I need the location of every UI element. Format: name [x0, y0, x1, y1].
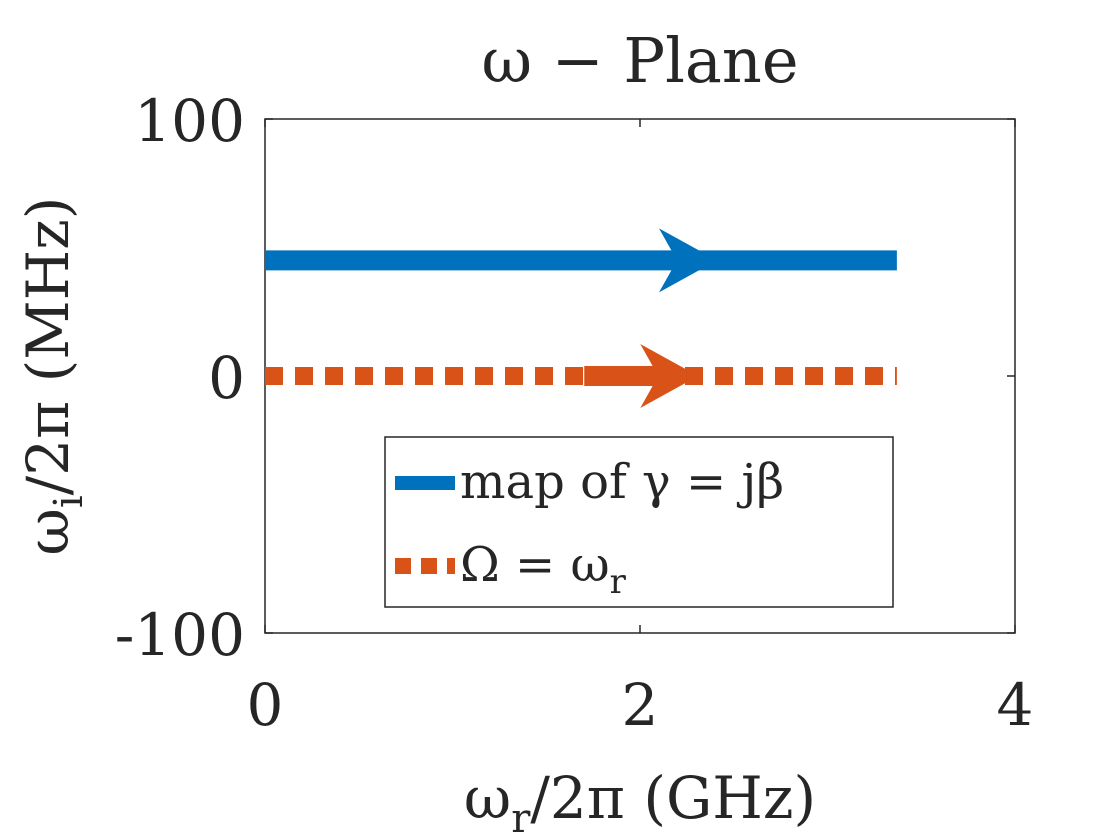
legend-label-series-2: Ω = ωr — [460, 537, 627, 602]
svg-text:ωi/2π (MHz): ωi/2π (MHz) — [14, 197, 92, 556]
legend: map of γ = jβ Ω = ωr — [384, 436, 894, 608]
series-arrow-1 — [659, 228, 717, 293]
series-arrow-2 — [640, 344, 699, 408]
y-tick-label: 0 — [208, 344, 245, 412]
x-tick-label: 4 — [997, 671, 1034, 739]
x-axis-label-sub: r — [511, 796, 531, 840]
legend-label-series-2-sub: r — [610, 562, 627, 602]
y-axis-label: ωi/2π (MHz) — [14, 197, 92, 556]
y-axis-label-rest: /2π (MHz) — [14, 197, 82, 496]
y-axis-label-sub: i — [46, 495, 92, 508]
svg-text:ωr/2π (GHz): ωr/2π (GHz) — [464, 764, 816, 840]
y-axis-label-base: ω — [14, 508, 82, 555]
legend-label-series-2-base: Ω = ω — [460, 537, 610, 593]
x-axis-label-base: ω — [464, 764, 511, 832]
x-axis-label-rest: /2π (GHz) — [530, 764, 816, 832]
y-tick-label: 100 — [134, 87, 245, 155]
legend-box — [384, 436, 894, 608]
chart-title: ω − Plane — [481, 24, 798, 97]
legend-label-series-1: map of γ = jβ — [460, 454, 784, 510]
x-tick-label: 2 — [622, 671, 659, 739]
y-tick-label: -100 — [115, 601, 245, 669]
series-layer — [265, 228, 897, 408]
x-axis-label: ωr/2π (GHz) — [464, 764, 816, 840]
x-tick-label: 0 — [247, 671, 284, 739]
